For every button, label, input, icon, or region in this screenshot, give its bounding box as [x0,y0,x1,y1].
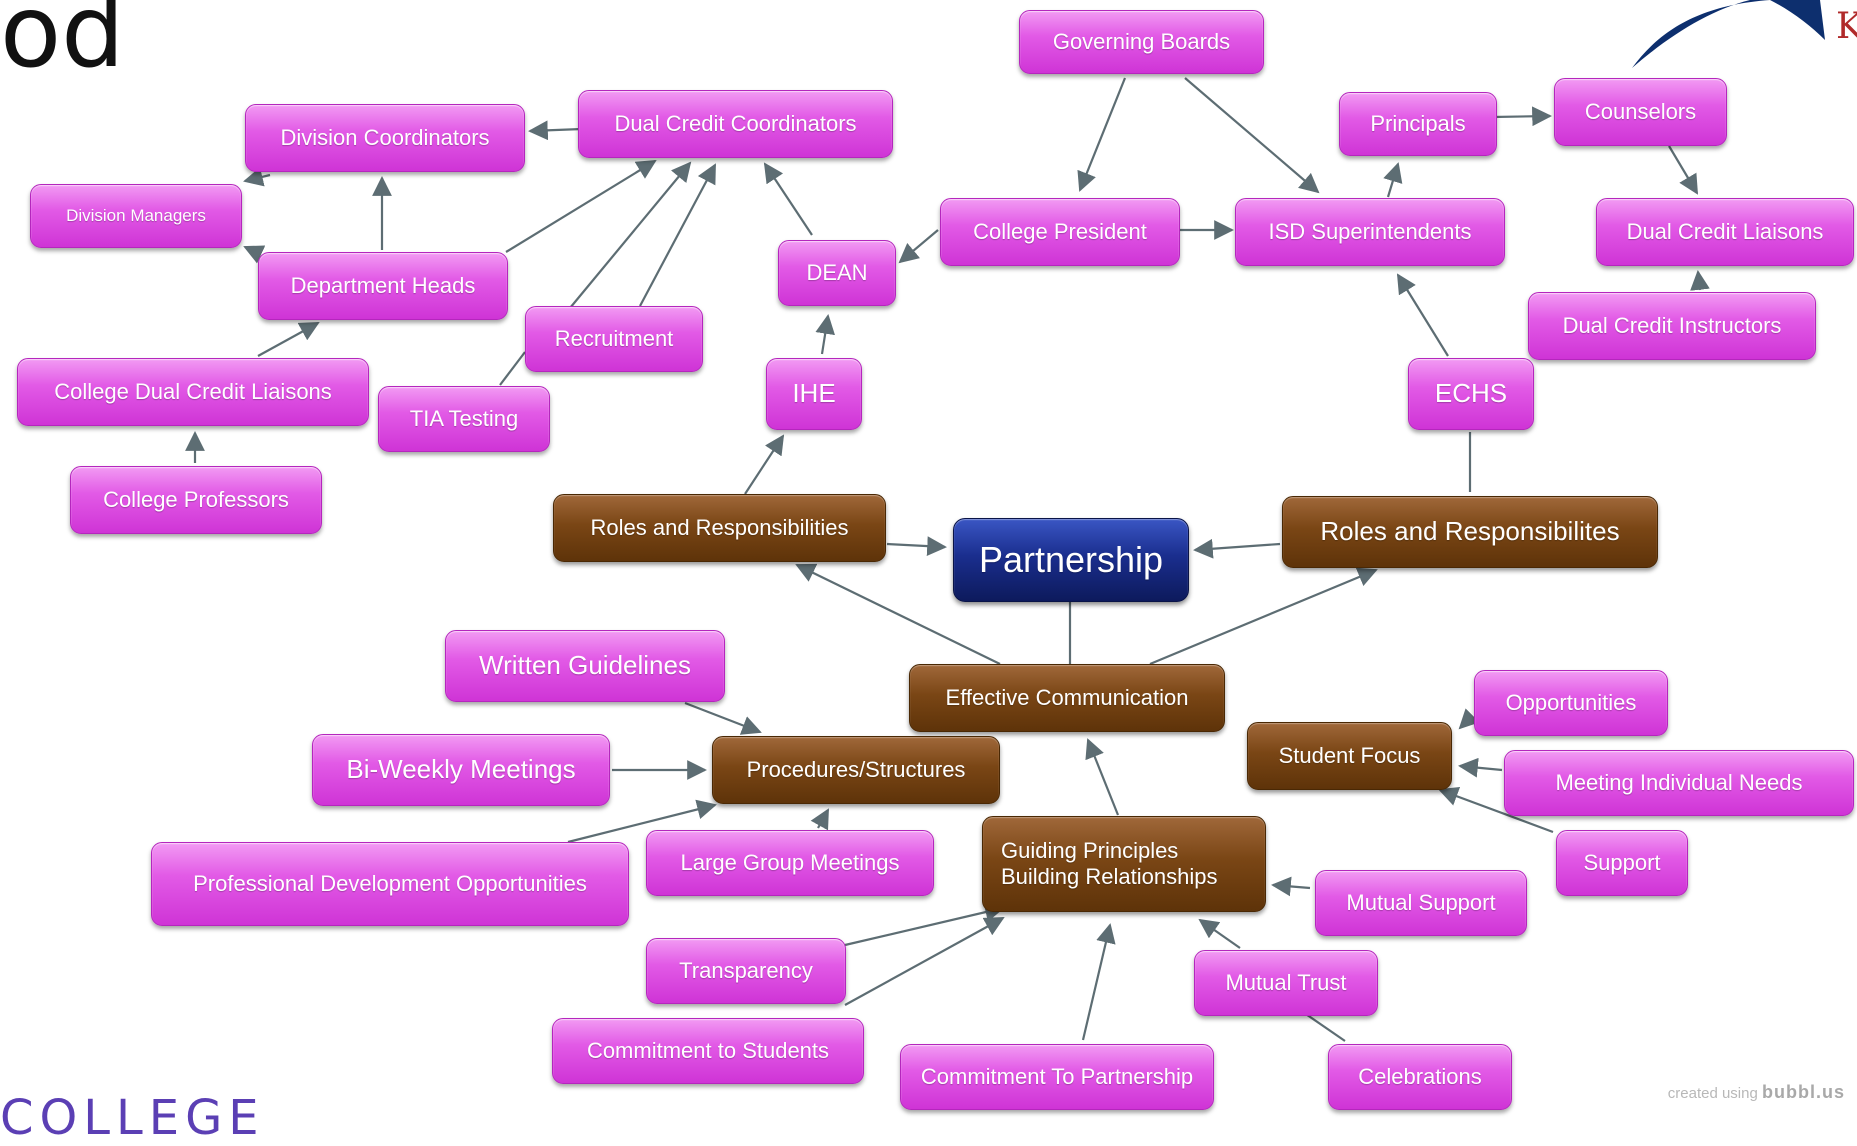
connector [528,120,583,141]
connector [1438,786,1554,834]
node-division-coordinators[interactable]: Division Coordinators [245,104,525,172]
logo-letter: K [1836,6,1857,47]
guiding-principles-line2: Building Relationships [1001,864,1218,889]
node-roles-right[interactable]: Roles and Responsibilites [1282,496,1658,568]
connector [744,434,785,495]
connector [898,229,939,264]
connector [257,322,320,357]
connector [795,563,1001,665]
node-opportunities[interactable]: Opportunities [1474,670,1668,736]
connector [684,701,762,735]
connector [567,799,717,844]
footer-college-text: COLLEGE [0,1090,265,1146]
node-procedures-structures[interactable]: Procedures/Structures [712,736,1000,804]
connector [1085,738,1120,816]
connector [1193,538,1281,559]
logo-icon [1632,0,1825,68]
node-effective-communication[interactable]: Effective Communication [909,664,1225,732]
connector [499,351,526,386]
node-large-group-meetings[interactable]: Large Group Meetings [646,830,934,896]
node-celebrations[interactable]: Celebrations [1328,1044,1512,1110]
node-department-heads[interactable]: Department Heads [258,252,508,320]
connector [505,159,657,253]
node-dean[interactable]: DEAN [778,240,896,306]
connector [1149,567,1378,666]
connector [844,902,1005,947]
node-counselors[interactable]: Counselors [1554,78,1727,146]
connector [1383,162,1403,198]
node-student-focus[interactable]: Student Focus [1247,722,1452,790]
connector [815,314,835,355]
connector [886,536,947,556]
node-dual-credit-liaisons[interactable]: Dual Credit Liaisons [1596,198,1854,266]
node-dual-credit-instructors[interactable]: Dual Credit Instructors [1528,292,1816,360]
node-echs[interactable]: ECHS [1408,358,1534,430]
node-commitment-partnership[interactable]: Commitment To Partnership [900,1044,1214,1110]
node-professional-development[interactable]: Professional Development Opportunities [151,842,629,926]
node-governing-boards[interactable]: Governing Boards [1019,10,1264,74]
node-meeting-individual-needs[interactable]: Meeting Individual Needs [1504,750,1854,816]
node-college-dual-credit-liaisons[interactable]: College Dual Credit Liaisons [17,358,369,426]
connector [1396,273,1449,357]
guiding-principles-line1: Guiding Principles [1001,837,1179,863]
node-college-professors[interactable]: College Professors [70,466,322,534]
credit-brand: bubbl.us [1762,1082,1845,1102]
connector [1492,106,1552,127]
connector [1690,270,1710,291]
node-ihe[interactable]: IHE [766,358,862,430]
connector [1458,708,1480,730]
node-guiding-principles[interactable]: Guiding Principles Building Relationship… [982,816,1266,912]
connector [1198,918,1241,949]
node-support[interactable]: Support [1556,830,1688,896]
connector [569,161,692,309]
connector [1458,757,1503,778]
connector [1081,923,1116,1041]
credit-prefix: created using [1667,1085,1758,1102]
node-mutual-trust[interactable]: Mutual Trust [1194,950,1378,1016]
connector [763,162,813,236]
node-recruitment[interactable]: Recruitment [525,306,703,372]
connector [1668,145,1699,195]
node-isd-superintendents[interactable]: ISD Superintendents [1235,198,1505,266]
credit-text: created using bubbl.us [1668,1082,1845,1103]
node-bi-weekly-meetings[interactable]: Bi-Weekly Meetings [312,734,610,806]
connector-lines [185,77,1710,1042]
slide-title: od [0,0,125,90]
node-commitment-students[interactable]: Commitment to Students [552,1018,864,1084]
node-principals[interactable]: Principals [1339,92,1497,156]
node-roles-left[interactable]: Roles and Responsibilities [553,494,886,562]
connector [844,917,1005,1006]
node-transparency[interactable]: Transparency [646,938,846,1004]
node-partnership[interactable]: Partnership [953,518,1189,602]
node-tia-testing[interactable]: TIA Testing [378,386,550,452]
connector [1271,876,1311,897]
connector [810,808,829,831]
node-written-guidelines[interactable]: Written Guidelines [445,630,725,702]
connector [243,167,271,187]
node-mutual-support[interactable]: Mutual Support [1315,870,1527,936]
connector [243,245,266,264]
connector [639,163,716,307]
connector [1184,77,1320,194]
node-college-president[interactable]: College President [940,198,1180,266]
node-division-managers[interactable]: Division Managers [30,184,242,248]
node-dual-credit-coordinators[interactable]: Dual Credit Coordinators [578,90,893,158]
connector [1077,77,1127,192]
